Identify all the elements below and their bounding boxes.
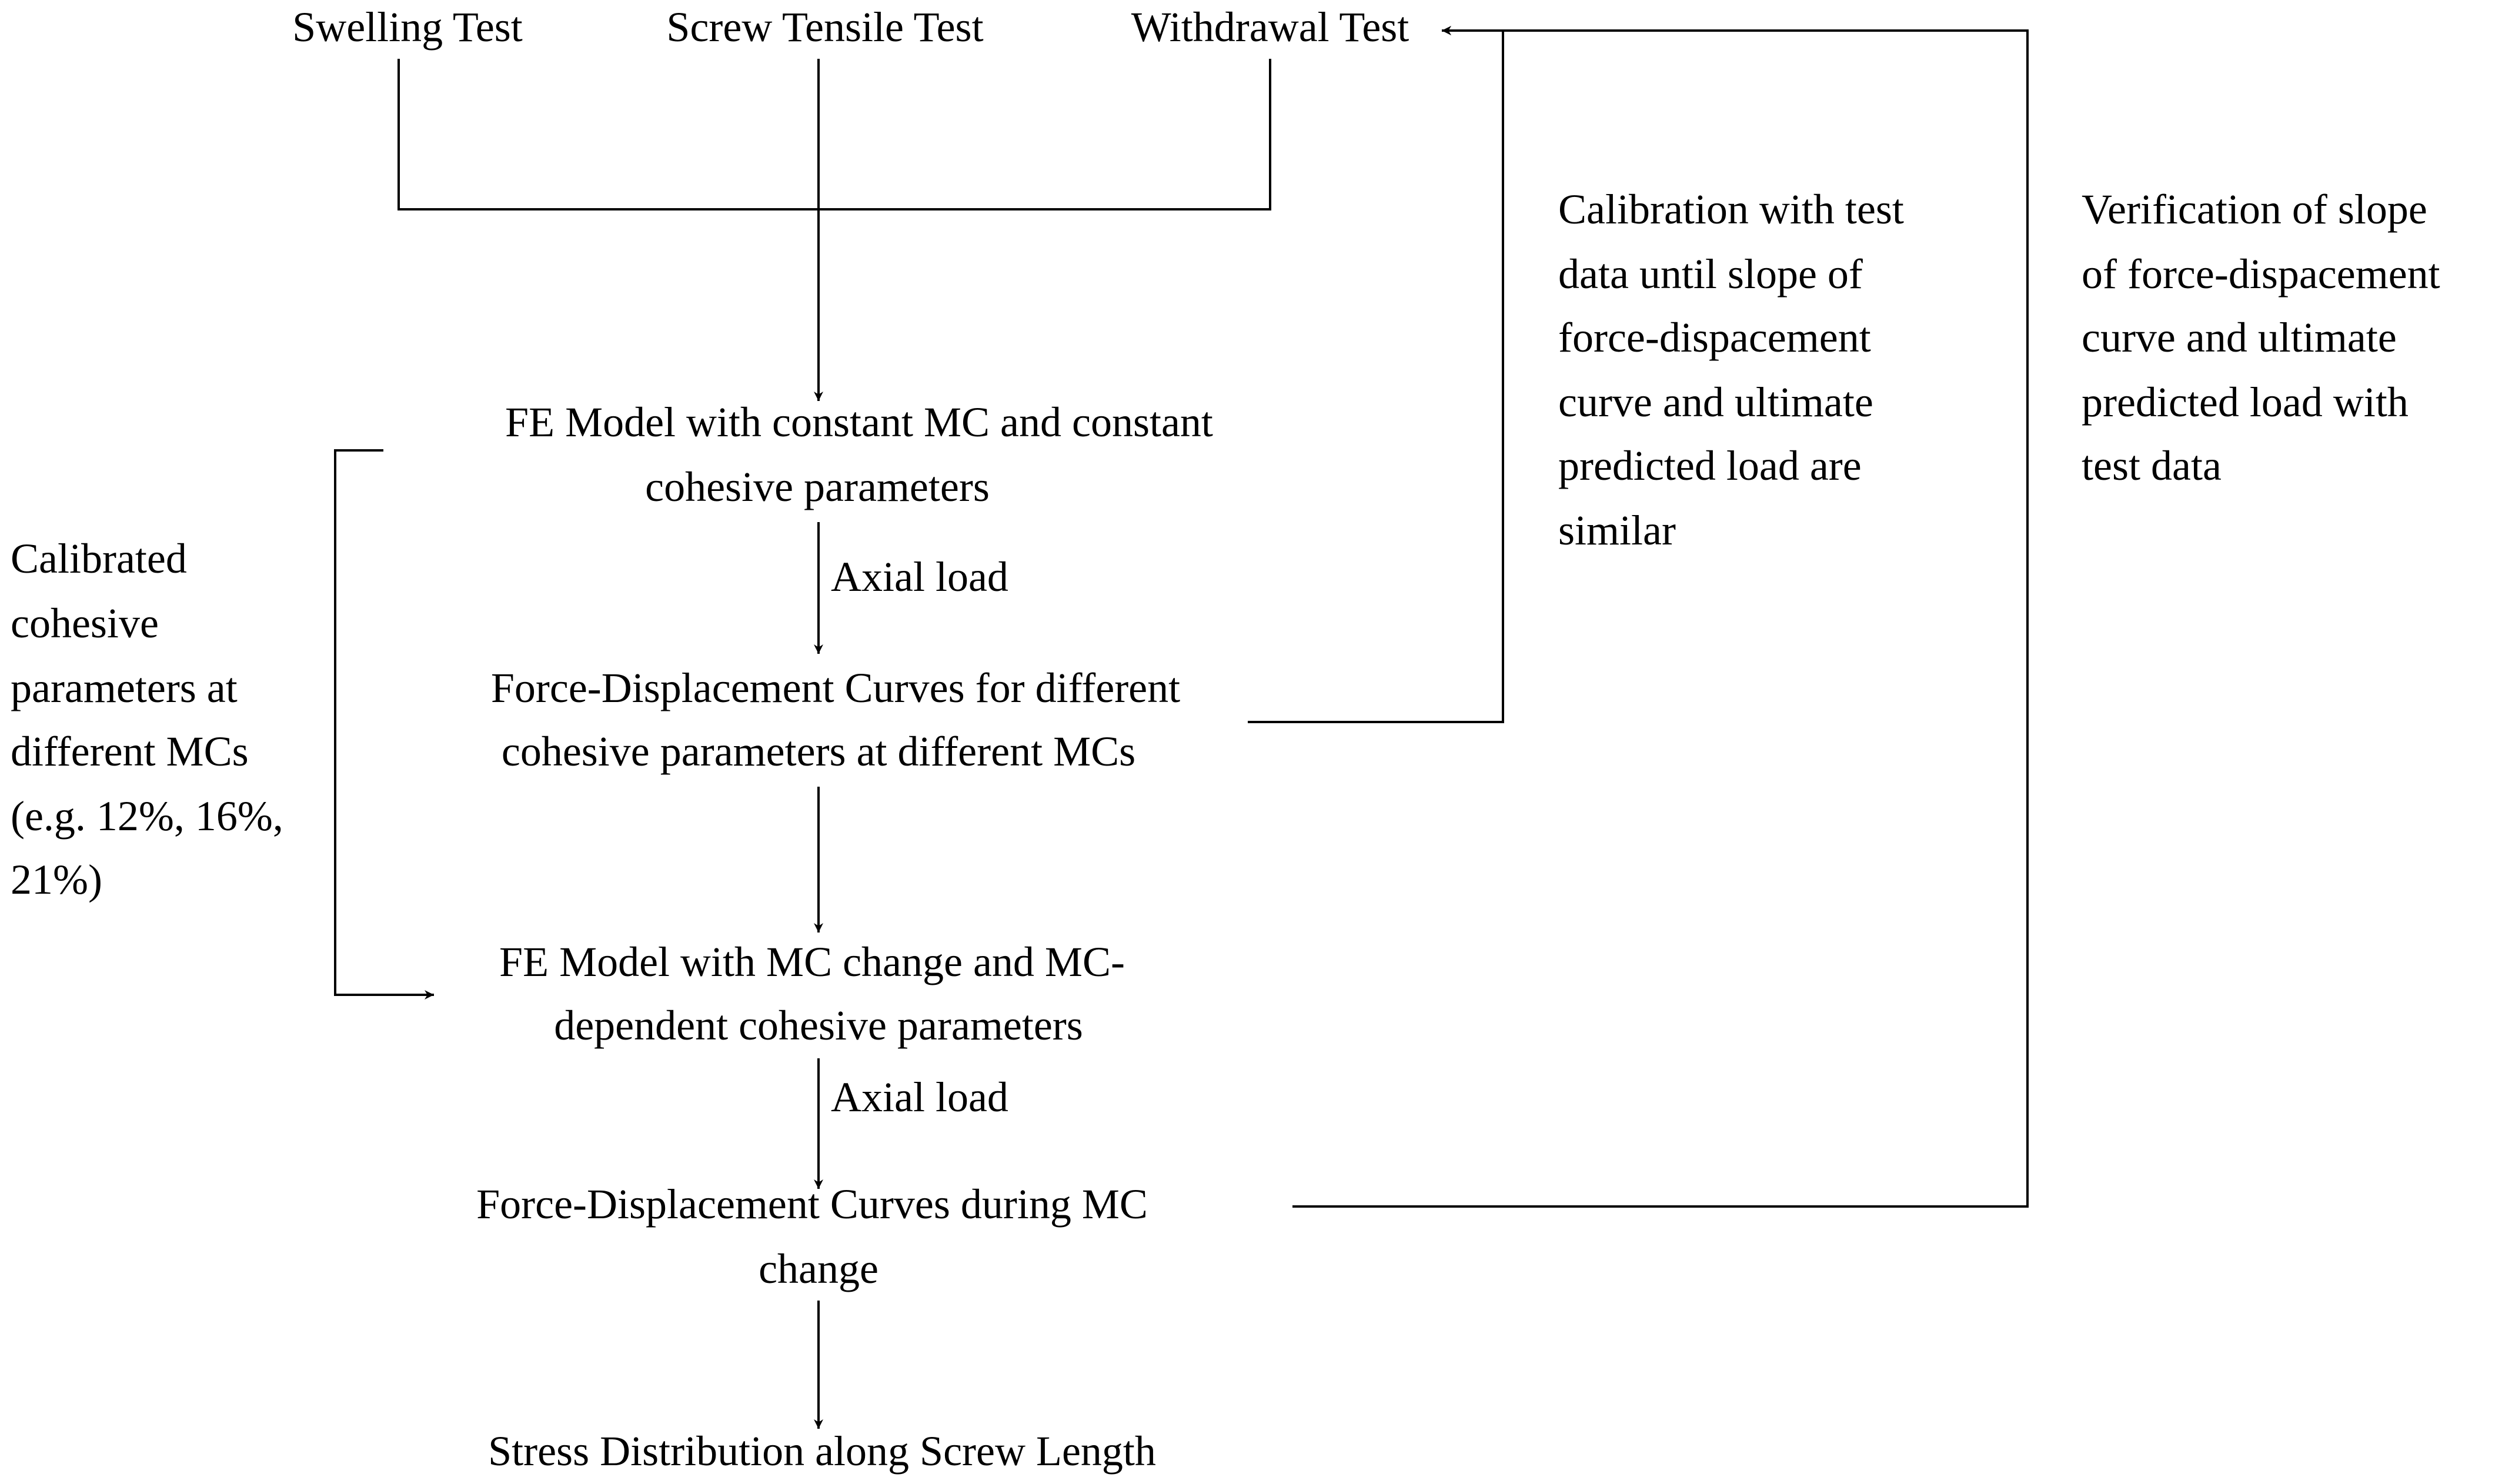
- axial-load-label-1: Axial load: [831, 553, 1008, 600]
- edge-calibration-feedback: [1248, 26, 1504, 723]
- tests-join-bracket: [397, 59, 1271, 210]
- verification-annotation: Verification of slope of force-dispaceme…: [2082, 186, 2451, 489]
- edge-verification-feedback: [1292, 26, 2029, 1208]
- fd-curves-change-node: Force-Displacement Curves during MC chan…: [476, 1181, 1158, 1292]
- swelling-test-node: Swelling Test: [292, 4, 523, 51]
- stress-distribution-node: Stress Distribution along Screw Length: [488, 1428, 1156, 1475]
- edge-calibrated-parameters-bracket: [334, 449, 434, 1000]
- axial-load-label-2: Axial load: [831, 1074, 1008, 1121]
- screw-tensile-test-node: Screw Tensile Test: [666, 4, 983, 51]
- fe-model-change-node: FE Model with MC change and MC- dependen…: [499, 938, 1135, 1049]
- calibration-annotation: Calibration with test data until slope o…: [1558, 186, 1915, 554]
- calibrated-parameters-annotation: Calibrated cohesive parameters at differ…: [11, 535, 294, 903]
- fd-curves-different-node: Force-Displacement Curves for different …: [491, 664, 1191, 775]
- fe-model-constant-node: FE Model with constant MC and constant c…: [505, 399, 1224, 510]
- withdrawal-test-node: Withdrawal Test: [1131, 4, 1409, 51]
